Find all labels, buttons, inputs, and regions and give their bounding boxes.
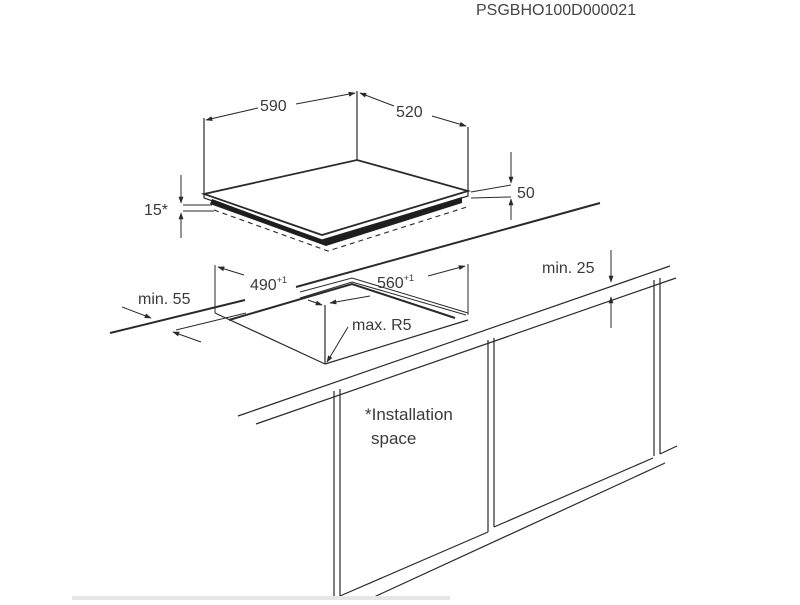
cutout-depth-tolerance: +1 bbox=[277, 275, 287, 285]
corner-radius-callout: max. R5 bbox=[326, 317, 412, 363]
hob-depth-label: 520 bbox=[396, 104, 423, 121]
hob-unit bbox=[200, 91, 472, 252]
bottom-border-strip bbox=[72, 596, 450, 600]
drawing-code: PSGBHO100D000021 bbox=[476, 2, 636, 19]
worktop bbox=[109, 202, 677, 425]
dimension-hob-width: 590 bbox=[205, 91, 356, 121]
corner-radius-label: max. R5 bbox=[352, 317, 412, 334]
cutout-width-value: 560 bbox=[377, 275, 404, 292]
cutout-depth-value: 490 bbox=[250, 277, 277, 294]
note-line-2: space bbox=[371, 429, 416, 448]
note-line-1: *Installation bbox=[365, 405, 453, 424]
worktop-thickness-label: min. 25 bbox=[542, 260, 595, 277]
cutout-depth-label: 490+1 bbox=[250, 275, 287, 294]
hob-height-label: 50 bbox=[517, 185, 535, 202]
dimension-front-clearance: min. 55 bbox=[121, 291, 202, 343]
dimension-installation-gap: 15* bbox=[144, 175, 214, 238]
hob-width-label: 590 bbox=[260, 98, 287, 115]
dimension-cutout-width: 560+1 bbox=[329, 265, 466, 305]
cutout-width-label: 560+1 bbox=[377, 273, 414, 292]
cabinet-left bbox=[333, 338, 495, 597]
front-clearance-label: min. 55 bbox=[138, 291, 191, 308]
dimension-cutout-depth: 490+1 bbox=[217, 266, 323, 306]
dimension-hob-height: 50 bbox=[470, 152, 535, 220]
cabinet-right bbox=[373, 278, 678, 598]
dimension-hob-depth: 520 bbox=[359, 92, 467, 127]
installation-gap-label: 15* bbox=[144, 202, 168, 219]
dimension-worktop-thickness: min. 25 bbox=[542, 250, 614, 328]
installation-space-note: *Installation space bbox=[365, 405, 453, 448]
cutout-width-tolerance: +1 bbox=[404, 273, 414, 283]
